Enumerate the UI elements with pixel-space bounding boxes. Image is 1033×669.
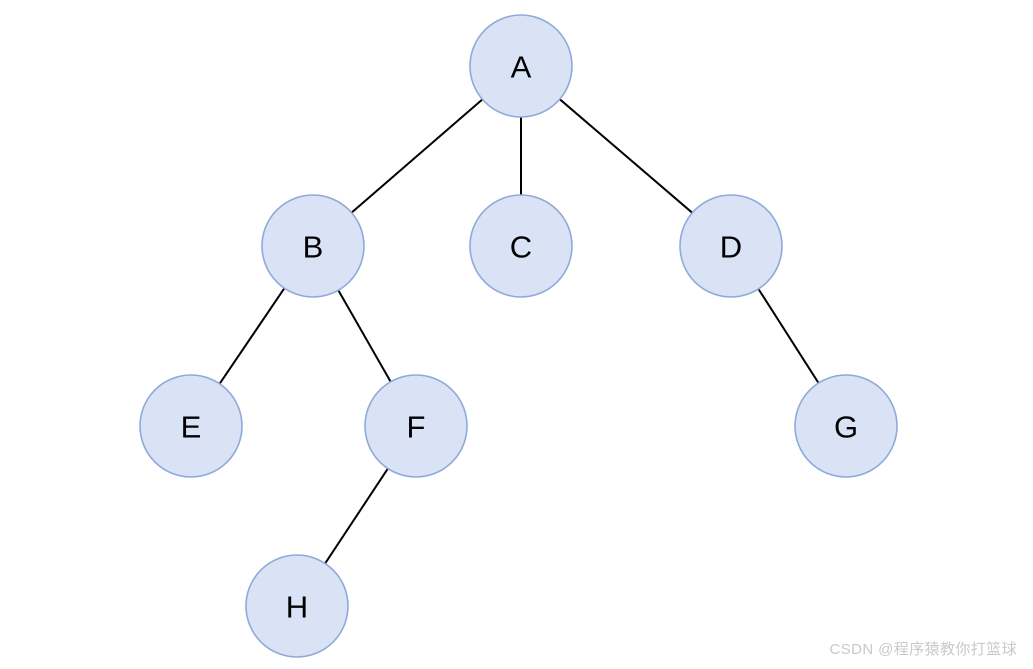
node-label-h: H: [286, 590, 308, 625]
tree-edge-b-e: [218, 287, 286, 385]
tree-node-a[interactable]: A: [469, 14, 573, 118]
tree-node-e[interactable]: E: [139, 374, 243, 478]
edges-layer: [218, 98, 820, 565]
tree-node-d[interactable]: D: [679, 194, 783, 298]
tree-node-g[interactable]: G: [794, 374, 898, 478]
watermark-text: CSDN @程序猿教你打篮球: [829, 641, 1017, 658]
node-circle-h[interactable]: [245, 554, 349, 658]
tree-edge-b-f: [337, 289, 392, 383]
node-label-d: D: [720, 230, 742, 265]
node-label-a: A: [511, 50, 532, 85]
node-label-g: G: [834, 410, 858, 445]
node-circle-c[interactable]: [469, 194, 573, 298]
node-label-f: F: [407, 410, 426, 445]
node-circle-a[interactable]: [469, 14, 573, 118]
node-label-c: C: [510, 230, 532, 265]
tree-edge-a-d: [559, 98, 693, 214]
tree-edge-a-b: [350, 98, 484, 214]
tree-node-f[interactable]: F: [364, 374, 468, 478]
node-circle-e[interactable]: [139, 374, 243, 478]
node-label-e: E: [181, 410, 202, 445]
nodes-layer: A B C D E F G H: [139, 14, 898, 658]
node-circle-d[interactable]: [679, 194, 783, 298]
node-label-b: B: [303, 230, 324, 265]
tree-edge-d-g: [757, 288, 820, 384]
node-circle-g[interactable]: [794, 374, 898, 478]
tree-node-c[interactable]: C: [469, 194, 573, 298]
tree-node-h[interactable]: H: [245, 554, 349, 658]
node-circle-f[interactable]: [364, 374, 468, 478]
node-circle-b[interactable]: [261, 194, 365, 298]
tree-node-b[interactable]: B: [261, 194, 365, 298]
tree-edge-f-h: [324, 467, 389, 565]
